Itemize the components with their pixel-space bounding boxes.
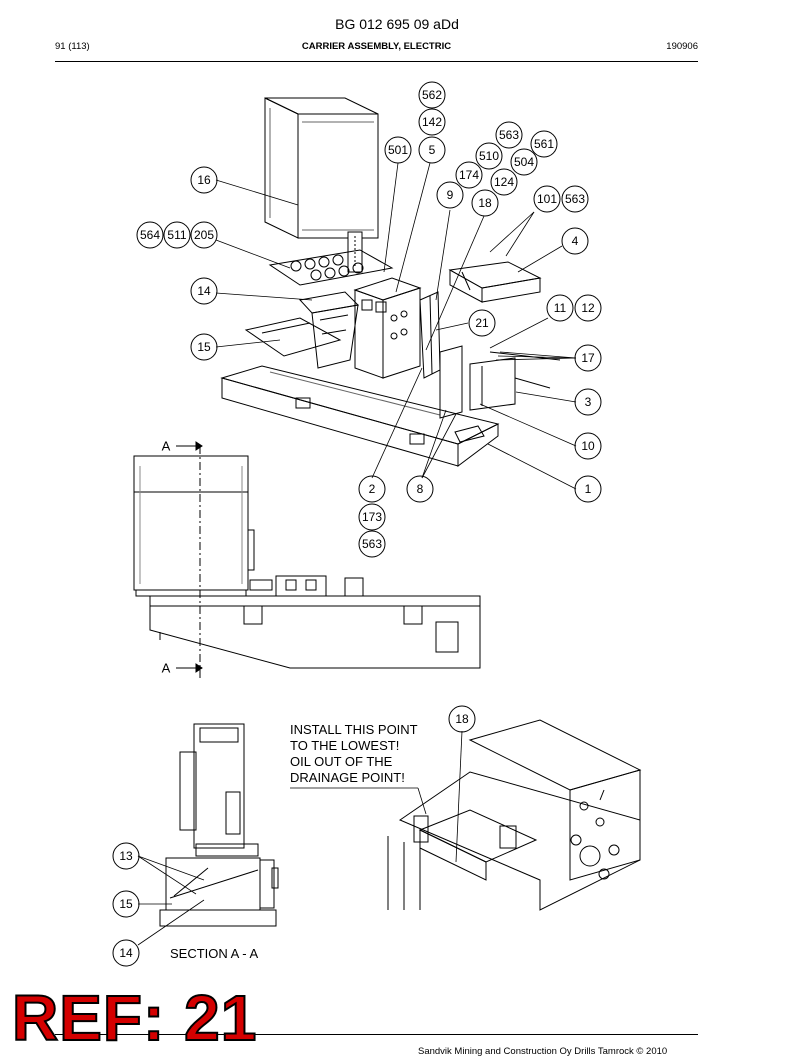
callout-13: 13 (119, 849, 133, 863)
junction-box-5 (353, 277, 422, 379)
callout-174: 174 (459, 168, 479, 182)
callout-124: 124 (494, 175, 514, 189)
callout-9: 9 (447, 188, 454, 202)
install-note-line: DRAINAGE POINT! (290, 770, 405, 785)
install-note: INSTALL THIS POINT TO THE LOWEST! OIL OU… (290, 722, 418, 786)
callout-10: 10 (581, 439, 595, 453)
callout-1: 1 (585, 482, 592, 496)
callout-504: 504 (514, 155, 534, 169)
bracket-21 (419, 291, 441, 379)
section-a-a-view (159, 723, 279, 927)
callout-563: 563 (499, 128, 519, 142)
bracket-14 (299, 291, 360, 369)
callout-101: 101 (537, 192, 557, 206)
callout-563: 563 (565, 192, 585, 206)
callout-16: 16 (197, 173, 211, 187)
section-marker-bottom: A (162, 661, 171, 676)
callout-3: 3 (585, 395, 592, 409)
footer-rule (55, 1034, 698, 1035)
callout-561: 561 (534, 137, 554, 151)
document-id: BG 012 695 09 aDd (335, 16, 459, 32)
header-row: 91 (113) CARRIER ASSEMBLY, ELECTRIC 1909… (55, 41, 698, 55)
callout-11: 11 (554, 301, 567, 315)
callout-18: 18 (455, 712, 469, 726)
callout-511: 511 (167, 228, 186, 242)
install-note-line: INSTALL THIS POINT (290, 722, 418, 737)
page-title: CARRIER ASSEMBLY, ELECTRIC (301, 41, 452, 52)
callout-12: 12 (581, 301, 595, 315)
side-view (133, 446, 481, 680)
drain-point-detail (387, 719, 642, 911)
callout-15: 15 (119, 897, 133, 911)
cover-plate-205 (268, 249, 394, 286)
install-note-line: OIL OUT OF THE (290, 754, 393, 769)
section-arrow-bottom (176, 663, 203, 673)
section-label: SECTION A - A (170, 946, 259, 961)
plate-15 (244, 317, 342, 357)
section-marker-top: A (162, 439, 171, 454)
cover-4 (448, 261, 542, 303)
callout-510: 510 (479, 149, 499, 163)
carrier-frame-1 (220, 365, 500, 467)
electrical-cabinet-16 (264, 97, 379, 273)
callout-564: 564 (140, 228, 160, 242)
callout-4: 4 (572, 234, 579, 248)
callout-14: 14 (197, 284, 211, 298)
callout-501: 501 (388, 143, 408, 157)
callout-563: 563 (362, 537, 382, 551)
header-rule (55, 61, 698, 62)
callout-562: 562 (422, 88, 442, 102)
callout-labels: 562 142 501 5 563 561 510 504 174 124 16… (119, 88, 595, 960)
callout-14: 14 (119, 946, 133, 960)
callout-2: 2 (369, 482, 376, 496)
leader-lines (137, 162, 577, 946)
callout-142: 142 (422, 115, 442, 129)
section-arrow-top (176, 441, 203, 451)
callout-15: 15 (197, 340, 211, 354)
callout-circles (112, 81, 602, 967)
callout-8: 8 (417, 482, 424, 496)
callout-205: 205 (194, 228, 214, 242)
revision-date: 190906 (666, 41, 698, 52)
callout-21: 21 (475, 316, 489, 330)
callout-5: 5 (429, 143, 436, 157)
callout-173: 173 (362, 510, 382, 524)
page-number: 91 (113) (55, 41, 90, 52)
install-note-line: TO THE LOWEST! (290, 738, 400, 753)
ref-stamp: REF: 21 (11, 982, 258, 1054)
footer-copyright: Sandvik Mining and Construction Oy Drill… (418, 1046, 668, 1057)
callout-18: 18 (478, 196, 492, 210)
callout-17: 17 (581, 351, 595, 365)
